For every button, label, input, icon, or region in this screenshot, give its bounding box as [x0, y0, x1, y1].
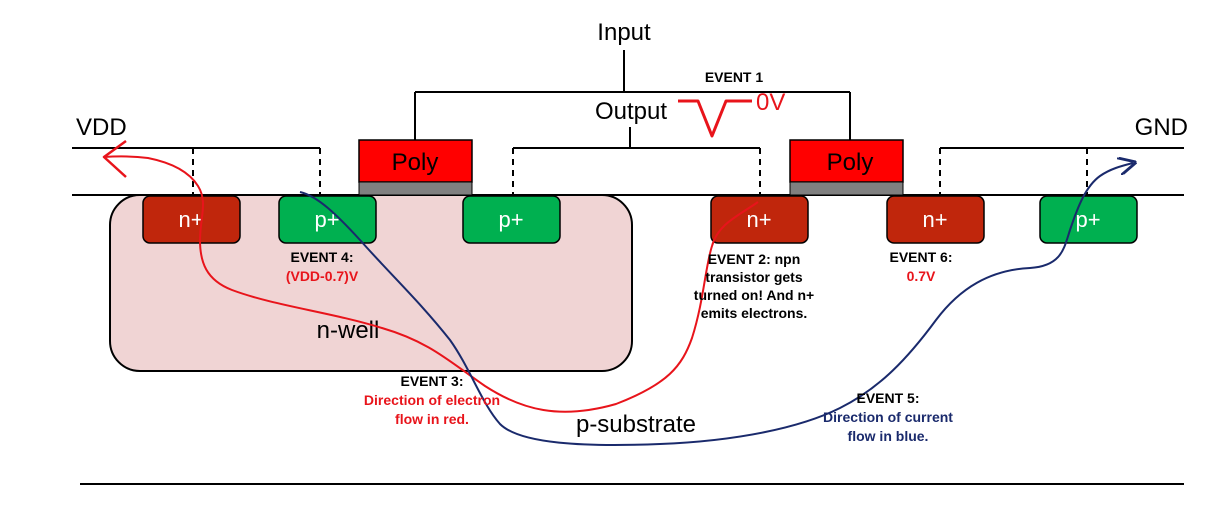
gate-oxide-right: [789, 181, 904, 196]
nplus-region-left: [142, 195, 241, 244]
poly-label-left: Poly: [392, 149, 439, 176]
event2-line-4: emits electrons.: [701, 305, 808, 321]
electron-flow-arrowhead: [102, 139, 127, 178]
event3-title: EVENT 3:: [400, 373, 463, 389]
current-flow-curve: [299, 163, 1133, 446]
input-label: Input: [597, 19, 651, 46]
nplus-region-right: [886, 195, 985, 244]
nplus-region-mid: [710, 195, 809, 244]
gate-oxide-left: [358, 181, 473, 196]
event6-value: 0.7V: [907, 268, 936, 284]
pplus-label-mid: p+: [498, 207, 523, 232]
nplus-label-mid: n+: [746, 207, 771, 232]
event2-line-1: EVENT 2: npn: [708, 251, 801, 267]
gnd-label: GND: [1135, 114, 1188, 141]
event2-line-2: transistor gets: [705, 269, 802, 285]
n-well-label: n-well: [317, 317, 380, 344]
event4-title: EVENT 4:: [290, 249, 353, 265]
nplus-label-right: n+: [922, 207, 947, 232]
output-glitch-waveform: [678, 99, 752, 138]
vdd-label: VDD: [76, 114, 127, 141]
electron-flow-curve: [103, 155, 759, 413]
event1-label: EVENT 1: [705, 69, 764, 85]
nplus-label-left: n+: [178, 207, 203, 232]
output-label: Output: [595, 98, 667, 125]
p-substrate-label: p-substrate: [576, 411, 696, 438]
poly-gate-right: [789, 139, 904, 183]
event5-title: EVENT 5:: [856, 390, 919, 406]
event4-value: (VDD-0.7)V: [286, 268, 359, 284]
event2-line-3: turned on! And n+: [694, 287, 814, 303]
poly-label-right: Poly: [827, 149, 874, 176]
event6-title: EVENT 6:: [889, 249, 952, 265]
pplus-label-left: p+: [314, 207, 339, 232]
event3-line-2: flow in red.: [395, 411, 469, 427]
event5-line-2: flow in blue.: [848, 428, 929, 444]
pplus-label-right: p+: [1075, 207, 1100, 232]
event3-line-1: Direction of electron: [364, 392, 500, 408]
zero-volt-label: 0V: [756, 89, 785, 116]
event5-line-1: Direction of current: [823, 409, 953, 425]
pplus-region-mid: [462, 195, 561, 244]
pplus-region-right: [1039, 195, 1138, 244]
